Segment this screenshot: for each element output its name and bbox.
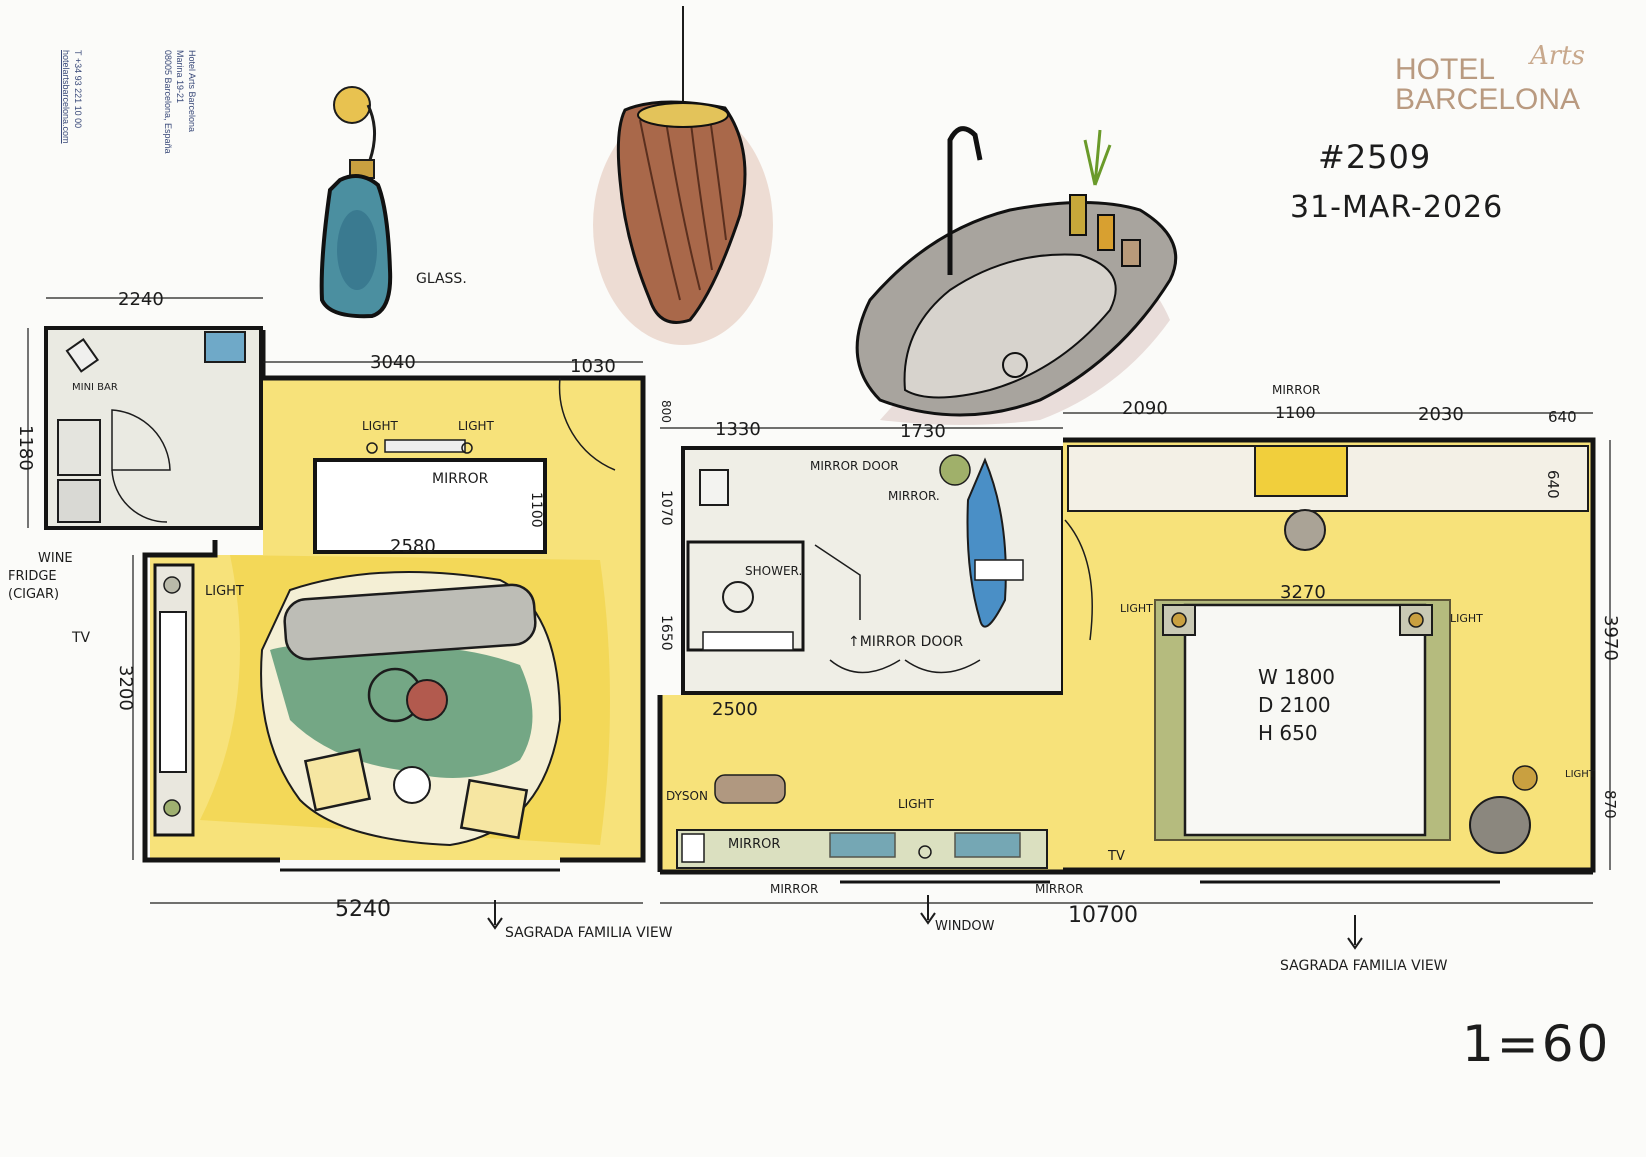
scale-label: 1=60 <box>1462 1015 1612 1073</box>
label-mirror-bottom-b: MIRROR <box>1035 882 1083 896</box>
dim-2090: 2090 <box>1122 398 1168 419</box>
sketch-date: 31-MAR-2026 <box>1290 190 1504 225</box>
dim-5240: 5240 <box>335 897 391 922</box>
label-view-left: SAGRADA FAMILIA VIEW <box>505 925 673 941</box>
label-wine: WINE <box>38 551 73 566</box>
label-light-tv: LIGHT <box>205 584 244 599</box>
pendant-lamp-sketch <box>593 6 773 345</box>
label-mirror-bottom-a: MIRROR <box>770 882 818 896</box>
hotel-logo: HOTEL Arts BARCELONA <box>1395 41 1585 116</box>
label-light-bed-left: LIGHT <box>1120 602 1153 615</box>
dim-1730: 1730 <box>900 421 946 442</box>
label-view-right: SAGRADA FAMILIA VIEW <box>1280 958 1448 974</box>
bed-depth: D 2100 <box>1258 693 1331 717</box>
vanity-area <box>657 695 1070 872</box>
dim-1180: 1180 <box>15 425 36 471</box>
label-mirror-desk: MIRROR <box>432 471 489 487</box>
dim-1070: 1070 <box>658 490 674 526</box>
label-mirror-door-bottom: ↑MIRROR DOOR <box>848 634 963 650</box>
living-room <box>44 326 646 872</box>
label-mirror-vanity: MIRROR <box>728 837 780 852</box>
dim-640-a: 640 <box>1548 408 1577 426</box>
label-glass: GLASS. <box>416 271 467 287</box>
label-dyson: DYSON <box>666 789 708 803</box>
dim-2030: 2030 <box>1418 404 1464 425</box>
label-mirror-top: MIRROR <box>1272 383 1320 397</box>
label-shower: SHOWER. <box>745 564 802 578</box>
label-tv-bottom: TV <box>1107 849 1125 864</box>
dim-640-b: 640 <box>1544 470 1562 499</box>
dim-3040: 3040 <box>370 352 416 373</box>
dim-1650: 1650 <box>658 615 674 651</box>
label-fridge: FRIDGE <box>8 569 57 584</box>
dim-870: 870 <box>1601 790 1619 819</box>
label-window: WINDOW <box>935 919 995 934</box>
dim-2580: 2580 <box>390 536 436 557</box>
room-number: #2509 <box>1318 138 1432 176</box>
dim-3270: 3270 <box>1280 582 1326 603</box>
dim-1030: 1030 <box>570 356 616 377</box>
logo-line1: HOTEL <box>1395 53 1496 86</box>
dim-10700: 10700 <box>1068 903 1138 928</box>
logo-script: Arts <box>1530 41 1585 71</box>
label-tv-left: TV <box>71 630 91 646</box>
bathtub-sketch <box>855 126 1178 425</box>
logo-line2: BARCELONA <box>1395 83 1581 116</box>
label-light-vanity: LIGHT <box>898 797 935 811</box>
label-light-chair: LIGHT <box>1565 769 1596 780</box>
dim-1330: 1330 <box>715 419 761 440</box>
dim-1100-desk: 1100 <box>528 492 544 528</box>
dim-800: 800 <box>659 400 673 423</box>
dim-3970: 3970 <box>1600 615 1621 661</box>
dim-2500: 2500 <box>712 699 758 720</box>
bathroom <box>681 446 1065 695</box>
label-mirror-door-top: MIRROR DOOR <box>810 459 899 473</box>
bedroom <box>1063 437 1596 873</box>
label-light-desk-left: LIGHT <box>362 419 399 433</box>
dimension-lines <box>27 297 1611 904</box>
label-light-desk-right: LIGHT <box>458 419 495 433</box>
wall-sconce-sketch <box>319 86 393 319</box>
label-light-bed-right: LIGHT <box>1450 612 1483 625</box>
label-mini-bar: MINI BAR <box>72 382 118 393</box>
label-mirror-small: MIRROR. <box>888 489 940 503</box>
dim-2240: 2240 <box>118 289 164 310</box>
bed-height: H 650 <box>1258 721 1318 745</box>
bed-width: W 1800 <box>1258 665 1335 689</box>
dim-3200: 3200 <box>115 665 136 711</box>
label-cigar: (CIGAR) <box>8 587 59 602</box>
dim-1100-top: 1100 <box>1275 403 1316 422</box>
